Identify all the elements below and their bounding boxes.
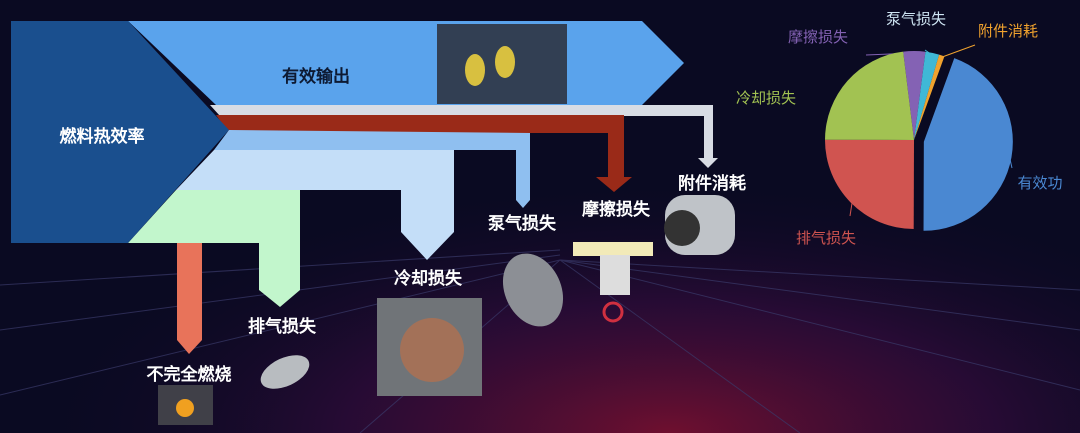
exhaust-loss-label: 排气损失: [248, 316, 317, 337]
cooling-loss-label: 冷却损失: [394, 268, 463, 289]
pie-leader-line: [827, 82, 850, 124]
cooling-band: [176, 150, 454, 260]
accessory-band: [210, 105, 718, 168]
pie-leader-line: [849, 201, 853, 217]
pie-leader-line: [865, 52, 915, 56]
pumping-loss-label: 泵气损失: [488, 213, 557, 234]
fuel-source-chevron: [11, 21, 229, 243]
pie-slice-label: 摩擦损失: [788, 28, 848, 46]
pie-slice: [914, 51, 940, 140]
engine-image: [437, 24, 567, 104]
incomplete-combustion-arrow: [177, 243, 202, 354]
pumping-band: [214, 130, 530, 208]
radiator-image: [377, 298, 482, 396]
effective-output-band: [128, 21, 684, 105]
combustion-image: [158, 385, 213, 425]
pie-slice-label: 冷却损失: [736, 89, 796, 107]
friction-piston-image: [573, 242, 653, 323]
pie-slice: [903, 51, 926, 140]
muffler-image: [260, 355, 310, 389]
pump-image: [502, 253, 564, 327]
friction-loss-label: 摩擦损失: [582, 199, 651, 220]
exhaust-band: [128, 190, 300, 307]
pie-slice: [825, 51, 914, 140]
friction-band: [216, 115, 632, 192]
accessory-compressor-image: [664, 195, 735, 255]
pie-slice-label: 附件消耗: [978, 22, 1038, 40]
pie-slice-label: 排气损失: [796, 229, 856, 247]
pie-slice-label: 有效功: [1017, 174, 1062, 192]
pie-leader-line: [1009, 156, 1013, 169]
fuel-efficiency-label: 燃料热效率: [60, 126, 145, 147]
pie-slice: [914, 54, 945, 140]
incomplete-combustion-label: 不完全燃烧: [147, 364, 232, 385]
pie-slice: [825, 139, 914, 229]
pie-leader-line: [941, 44, 976, 58]
pie-leader-line: [924, 49, 933, 56]
pie-slice-label: 泵气损失: [886, 10, 946, 28]
pie-slice: [923, 58, 1013, 231]
effective-output-label: 有效输出: [282, 66, 350, 87]
accessory-loss-label: 附件消耗: [678, 173, 746, 194]
